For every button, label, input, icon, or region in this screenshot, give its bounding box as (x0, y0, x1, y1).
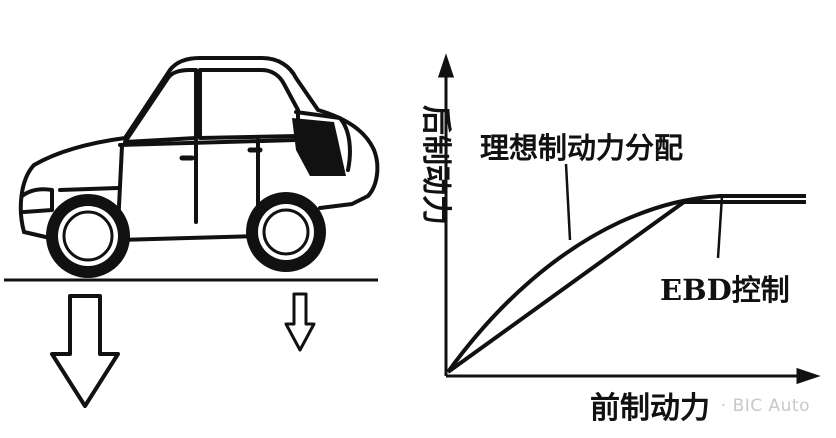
ebd-line (446, 200, 806, 374)
front-load-arrow (50, 294, 120, 408)
x-axis-label: 前制动力 (590, 391, 710, 426)
ideal-curve (446, 194, 806, 374)
axes (437, 53, 821, 385)
rear-panel (292, 118, 346, 176)
rear-load-arrow (284, 292, 316, 352)
rear-wheel (246, 192, 326, 272)
ideal-curve-label: 理想制动力分配 (480, 131, 683, 165)
watermark: · BIC Auto (720, 396, 810, 416)
ebd-control-label: EBD控制 (660, 273, 790, 307)
front-wheel (46, 194, 130, 278)
car-illustration (18, 56, 380, 242)
y-axis-label: 后制动力 (418, 105, 453, 225)
ebd-leader (716, 195, 724, 259)
ideal-leader (564, 163, 572, 241)
